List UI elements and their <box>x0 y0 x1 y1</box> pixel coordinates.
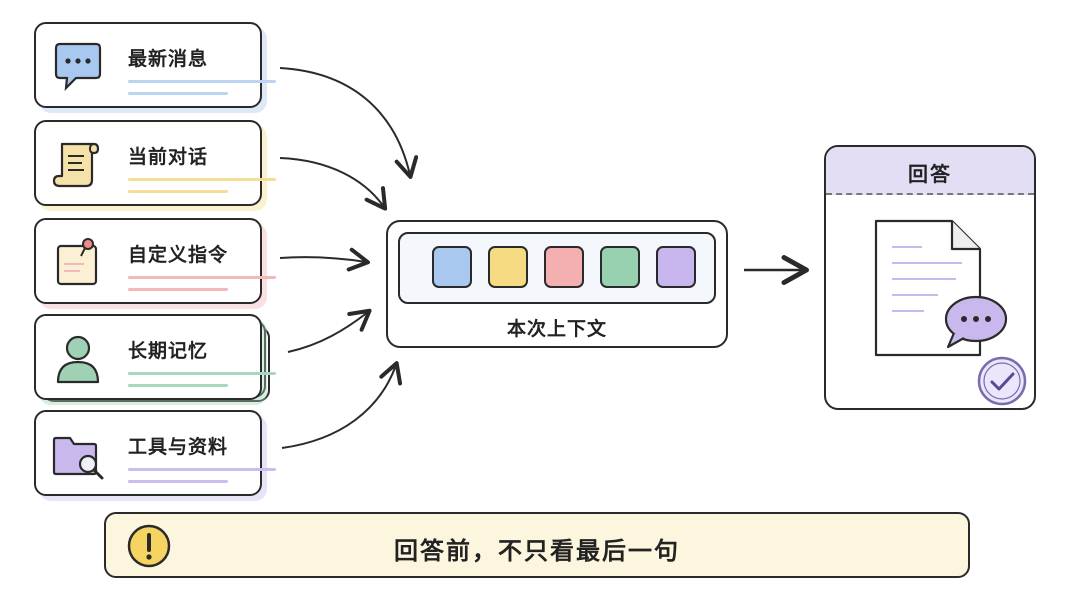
source-card-tools-resources: 工具与资料 <box>34 410 276 496</box>
context-slot <box>656 246 696 288</box>
source-card-latest-message: 最新消息 <box>34 22 276 108</box>
source-label: 当前对话 <box>128 146 209 168</box>
text-line-decoration <box>128 372 276 375</box>
check-icon <box>976 355 1028 407</box>
text-line-decoration <box>128 288 228 291</box>
text-line-decoration <box>128 190 228 193</box>
text-line-decoration <box>128 276 276 279</box>
text-line-decoration <box>128 80 276 83</box>
chat-bubble-icon <box>942 293 1008 351</box>
scroll-icon <box>50 136 106 192</box>
summary-banner: 回答前，不只看最后一句 <box>104 512 970 578</box>
folder-search-icon <box>50 426 106 482</box>
chat-bubble-icon <box>50 38 106 94</box>
summary-text: 回答前，不只看最后一句 <box>394 537 680 565</box>
source-label: 工具与资料 <box>128 436 229 458</box>
arrow-latest-message <box>279 67 419 179</box>
arrow-long-term-memory <box>287 308 372 353</box>
text-line-decoration <box>128 384 228 387</box>
source-label: 长期记忆 <box>128 340 209 362</box>
source-label: 自定义指令 <box>128 244 229 266</box>
source-card-custom-instructions: 自定义指令 <box>34 218 276 304</box>
context-container: 本次上下文 <box>386 220 728 348</box>
answer-header: 回答 <box>826 147 1034 195</box>
source-label: 最新消息 <box>128 48 209 70</box>
context-slots-tray <box>398 232 716 304</box>
person-icon <box>50 330 106 386</box>
text-line-decoration <box>128 92 228 95</box>
arrow-custom-instructions <box>279 247 370 272</box>
answer-title: 回答 <box>908 162 952 186</box>
context-slot <box>600 246 640 288</box>
arrow-tools-resources <box>281 361 403 449</box>
warning-icon <box>126 523 172 569</box>
source-card-current-conversation: 当前对话 <box>34 120 276 206</box>
context-slot <box>488 246 528 288</box>
text-line-decoration <box>128 480 228 483</box>
source-card-long-term-memory: 长期记忆 <box>34 314 276 400</box>
answer-panel: 回答 <box>824 145 1036 410</box>
context-label: 本次上下文 <box>506 318 607 340</box>
context-slot <box>432 246 472 288</box>
text-line-decoration <box>128 178 276 181</box>
pinned-note-icon <box>50 234 106 290</box>
context-slot <box>544 246 584 288</box>
text-line-decoration <box>128 468 276 471</box>
arrow-current-conversation <box>279 157 388 211</box>
